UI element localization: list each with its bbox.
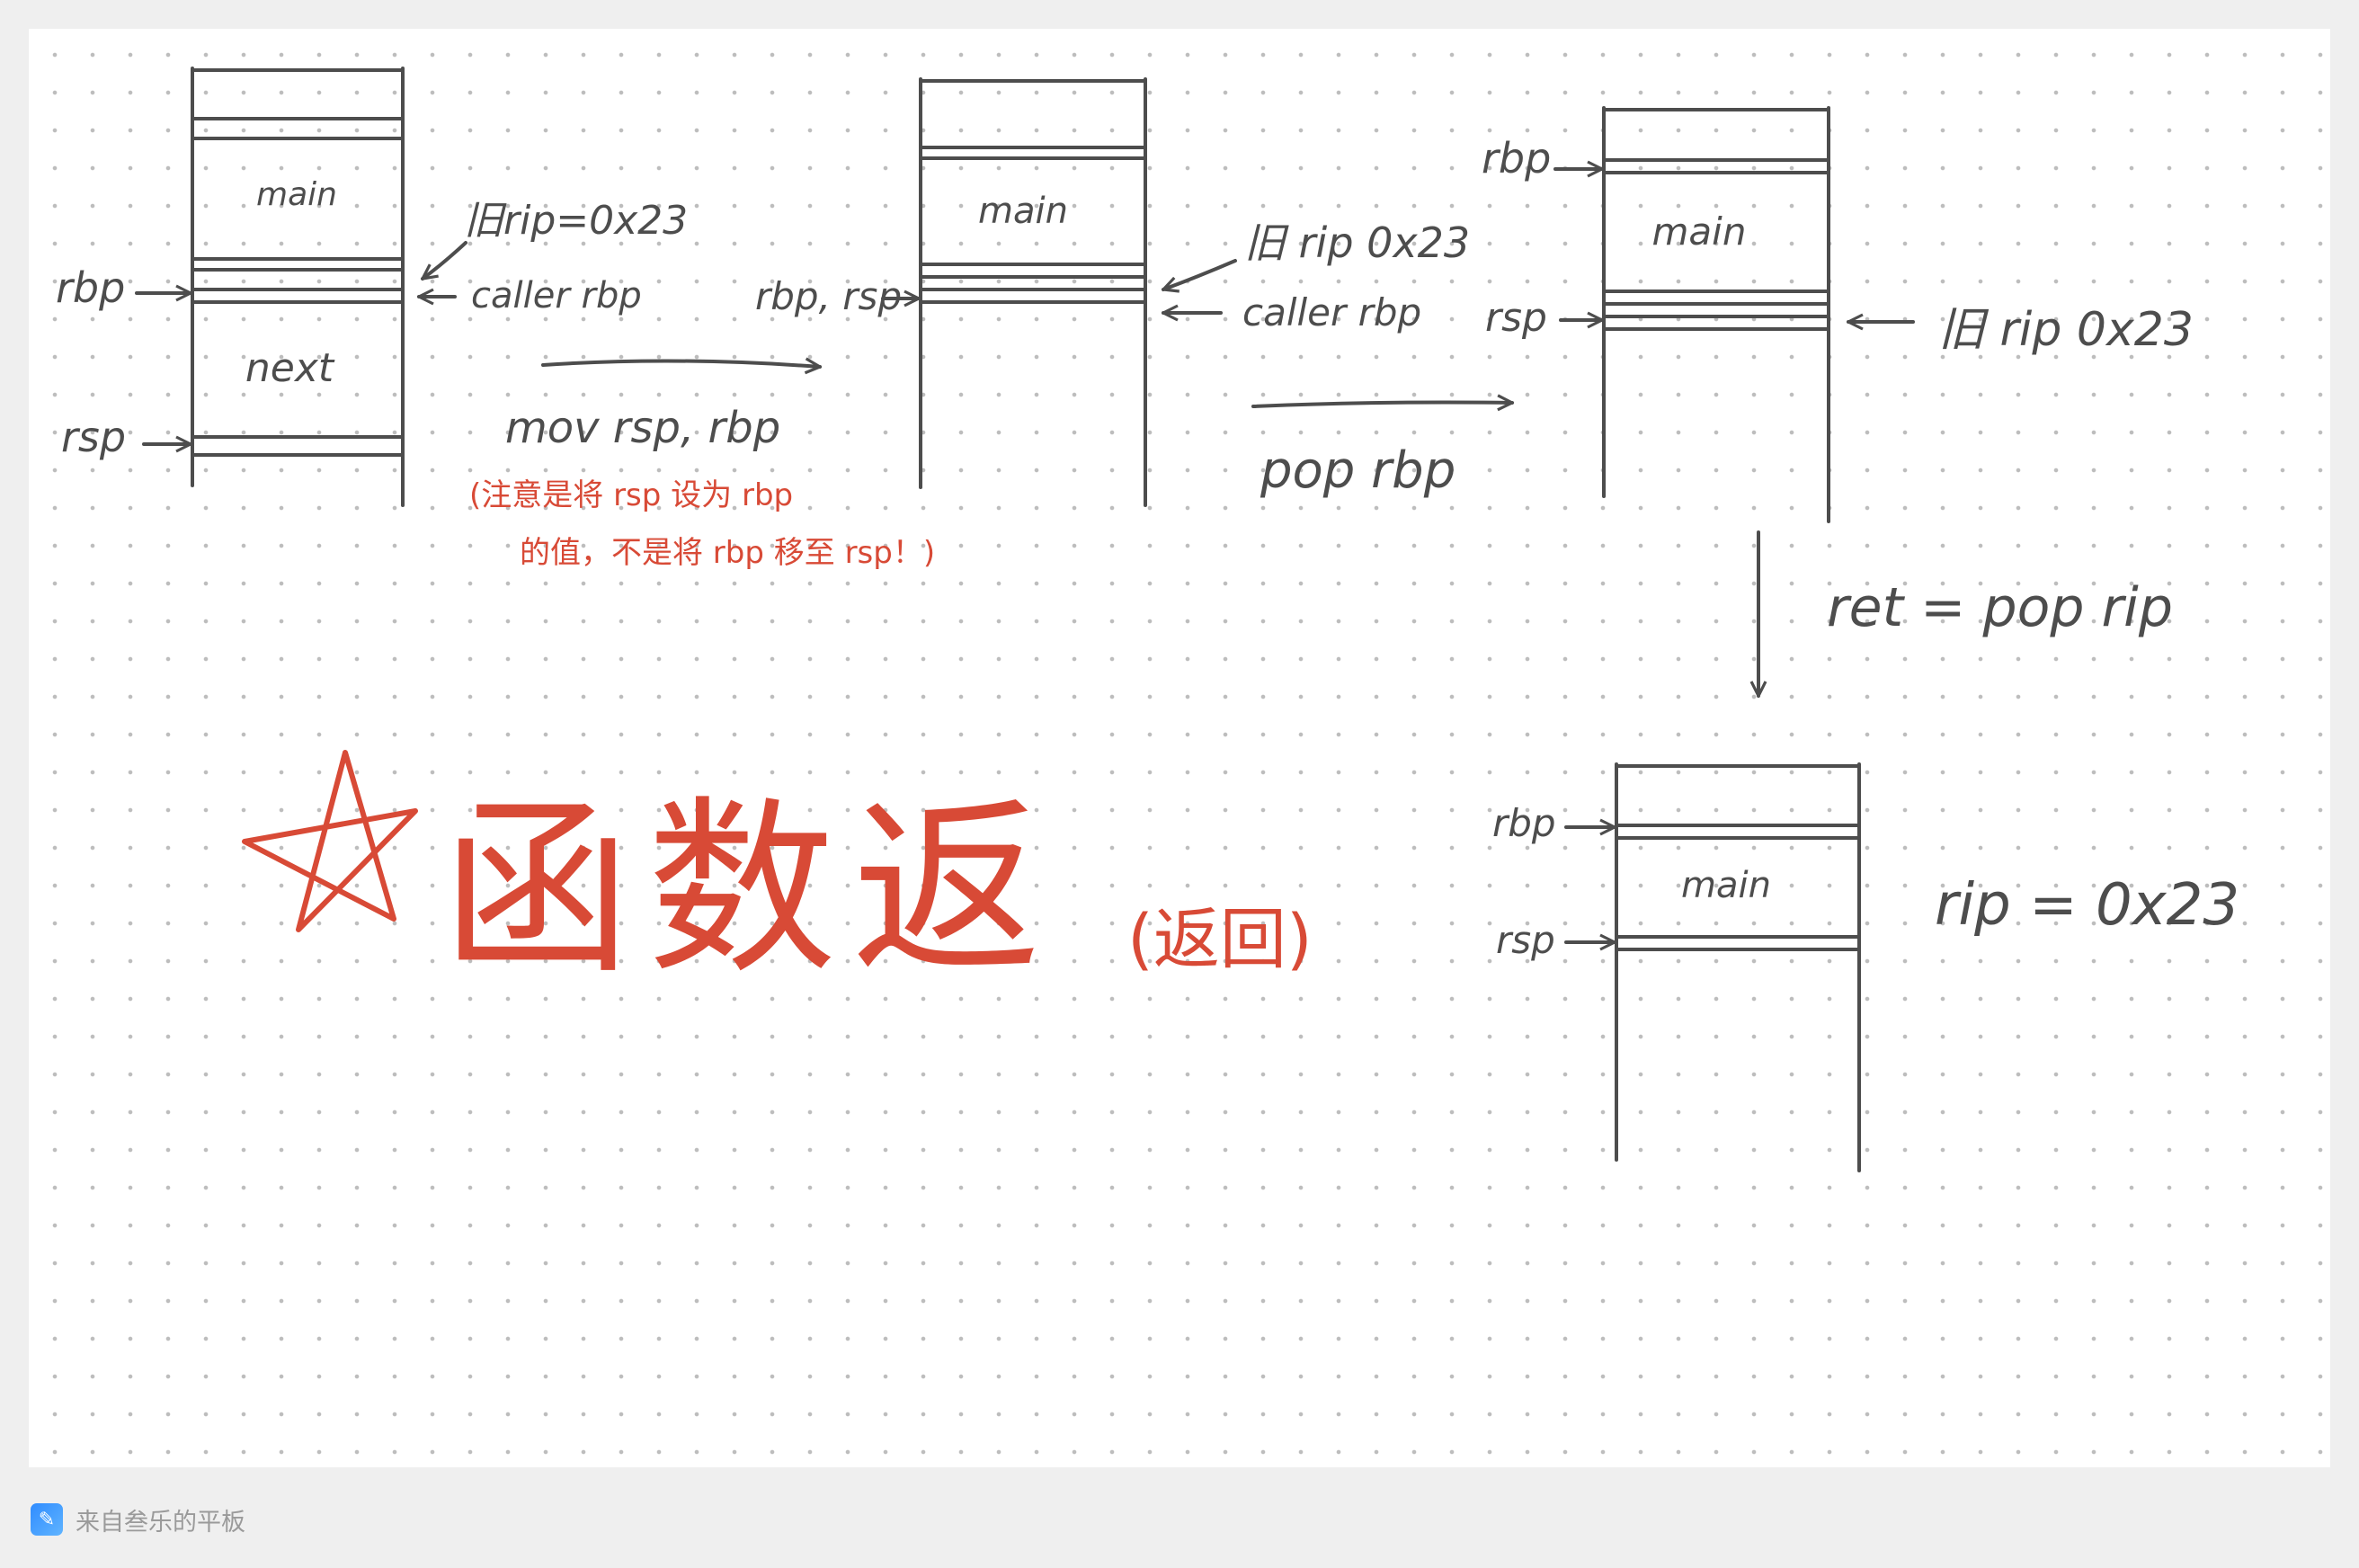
stack-2-old-rip-arrow bbox=[1163, 259, 1237, 290]
stack-3-frame-main: main bbox=[1652, 209, 1747, 254]
stack-1-frame-next: next bbox=[245, 345, 335, 391]
step-1-instruction: mov rsp, rbp bbox=[505, 403, 780, 453]
stack-3-label-rbp: rbp bbox=[1482, 134, 1551, 183]
stack-4-label-rsp: rsp bbox=[1496, 918, 1555, 962]
stack-2-annot-caller: caller rbp bbox=[1242, 290, 1421, 334]
notes-app-icon: ✎ bbox=[31, 1503, 63, 1536]
stack-4: main rbp rsp rip = 0x23 bbox=[1492, 762, 2239, 1172]
stack-4-label-rbp: rbp bbox=[1492, 801, 1556, 845]
stack-1-annot-old-rip: 旧rip=0x23 bbox=[464, 198, 688, 244]
stack-1-outline bbox=[191, 67, 405, 507]
stack-4-frame-main: main bbox=[1681, 865, 1771, 906]
stack-1-label-rsp: rsp bbox=[61, 413, 126, 461]
stack-2-frame-main: main bbox=[978, 191, 1068, 232]
stack-3-annot-old-rip: 旧 rip 0x23 bbox=[1938, 303, 2194, 357]
stack-1-old-rip-arrow bbox=[423, 241, 467, 279]
step-1-arrow bbox=[541, 361, 820, 367]
stack-3-label-rsp: rsp bbox=[1485, 295, 1547, 341]
stack-2: main rbp, rsp 旧 rip 0x23 caller rbp bbox=[755, 77, 1470, 507]
star-icon bbox=[242, 750, 418, 932]
step-2: pop rbp bbox=[1251, 403, 1512, 500]
stack-2-outline bbox=[919, 77, 1147, 507]
stack-4-outline bbox=[1615, 762, 1861, 1172]
footer: ✎ 来自叁乐的平板 bbox=[31, 1500, 245, 1539]
heading-title: 函数返 bbox=[442, 780, 1057, 1000]
notebook-page: main next rbp rsp 旧rip=0x23 caller rbp m… bbox=[29, 29, 2330, 1467]
step-3-instruction: ret = pop rip bbox=[1827, 576, 2173, 639]
step-2-arrow bbox=[1251, 403, 1512, 407]
step-2-instruction: pop rbp bbox=[1260, 441, 1455, 500]
stack-2-label-rbp-rsp: rbp, rsp bbox=[755, 274, 902, 318]
stack-1-annot-caller: caller rbp bbox=[471, 275, 642, 316]
stack-3: main rbp rsp 旧 rip 0x23 bbox=[1482, 106, 2194, 523]
stack-1: main next rbp rsp 旧rip=0x23 caller rbp bbox=[56, 67, 688, 507]
step-3: ret = pop rip bbox=[1758, 530, 2173, 698]
footer-source: 来自叁乐的平板 bbox=[76, 1508, 245, 1537]
step-1-note-line-1: (注意是将 rsp 设为 rbp bbox=[469, 477, 793, 513]
heading-subtitle: (返回) bbox=[1127, 901, 1313, 978]
stack-2-annot-old-rip: 旧 rip 0x23 bbox=[1244, 218, 1470, 267]
step-1-note-line-2: 的值，不是将 rbp 移至 rsp！) bbox=[520, 535, 935, 571]
heading: 函数返 (返回) bbox=[242, 750, 1313, 1000]
stack-diagram: main next rbp rsp 旧rip=0x23 caller rbp m… bbox=[56, 67, 2239, 1172]
step-1: mov rsp, rbp (注意是将 rsp 设为 rbp 的值，不是将 rbp… bbox=[469, 361, 935, 571]
stack-1-frame-main: main bbox=[256, 176, 337, 213]
stack-4-annot-rip: rip = 0x23 bbox=[1935, 872, 2239, 939]
stack-3-outline bbox=[1602, 106, 1830, 523]
stack-1-label-rbp: rbp bbox=[56, 263, 125, 312]
